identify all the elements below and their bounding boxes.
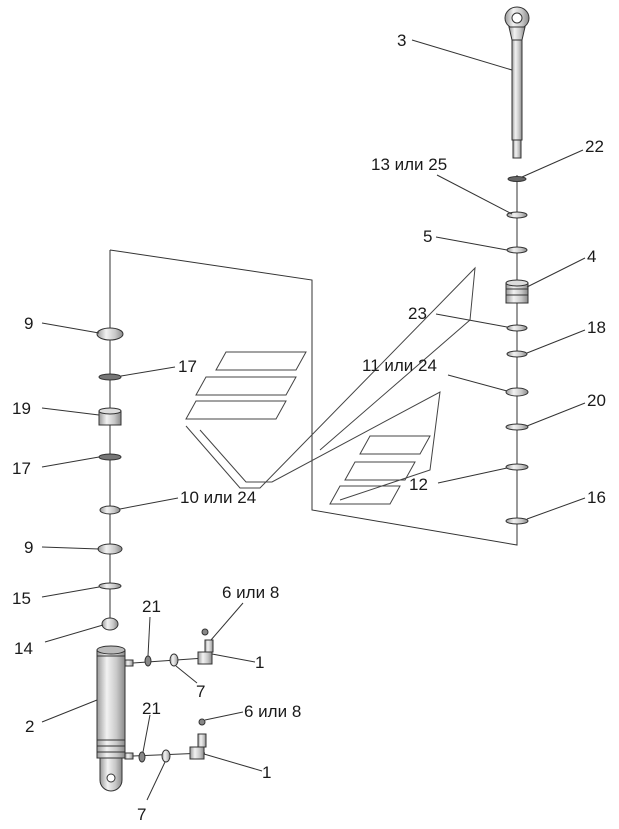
fittings-lower (132, 718, 207, 763)
fittings-upper (132, 628, 214, 667)
label-2: 2 (25, 717, 34, 736)
label-1-upper: 1 (255, 653, 264, 672)
elbow-1-upper (197, 651, 213, 665)
label-21-lower: 21 (142, 699, 161, 718)
cylinder-2 (96, 649, 126, 759)
ring-9-top (96, 327, 124, 341)
washer-7-lower (161, 749, 171, 763)
projection-frame (109, 175, 518, 630)
label-17-bottom: 17 (12, 459, 31, 478)
washer-7-upper (169, 653, 179, 667)
right-seals (505, 176, 529, 525)
label-15: 15 (12, 589, 31, 608)
ring-9-bottom (97, 543, 123, 555)
label-14: 14 (14, 639, 33, 658)
label-21-upper: 21 (142, 597, 161, 616)
ring-23 (506, 324, 528, 332)
washer-21-lower (138, 751, 146, 763)
label-7-lower: 7 (137, 805, 146, 824)
label-18: 18 (587, 318, 606, 337)
label-11: 11 или 24 (362, 356, 437, 375)
washer-21-upper (144, 655, 152, 667)
label-19: 19 (12, 399, 31, 418)
ring-10 (99, 505, 121, 515)
label-9-bottom: 9 (24, 538, 33, 557)
leader-lines (41, 39, 586, 801)
label-6-lower: 6 или 8 (244, 702, 301, 721)
ring-15 (98, 582, 122, 590)
rod-assembly (504, 6, 530, 159)
ring-20 (505, 423, 529, 431)
label-3: 3 (397, 31, 406, 50)
label-10: 10 или 24 (180, 488, 256, 507)
label-1-lower: 1 (262, 763, 271, 782)
label-22: 22 (585, 137, 604, 156)
seal-17-top (98, 373, 122, 381)
elbow-1-lower (189, 746, 205, 760)
label-6-upper: 6 или 8 (222, 583, 279, 602)
label-17-top: 17 (178, 357, 197, 376)
cylinder-body (96, 645, 134, 792)
seal-22 (507, 176, 527, 182)
label-23: 23 (408, 304, 427, 323)
ring-11 (505, 387, 529, 397)
label-4: 4 (587, 247, 596, 266)
label-13: 13 или 25 (371, 155, 447, 174)
watermark-logo (185, 266, 476, 505)
nut-14 (101, 617, 119, 631)
label-7-upper: 7 (196, 682, 205, 701)
label-12: 12 (409, 475, 428, 494)
ring-18 (506, 350, 528, 358)
part-labels: 3 22 13 или 25 5 4 23 18 11 или 24 20 12… (12, 31, 606, 824)
rod (511, 39, 523, 141)
nipple-6-lower (198, 718, 206, 726)
label-9-top: 9 (24, 314, 33, 333)
label-20: 20 (587, 391, 606, 410)
ring-12 (505, 463, 529, 471)
left-seals (96, 327, 124, 631)
seal-17-bottom (98, 453, 122, 461)
label-5: 5 (423, 227, 432, 246)
nipple-6-upper (201, 628, 209, 636)
ring-16 (505, 517, 529, 525)
label-16: 16 (587, 488, 606, 507)
ring-5 (506, 246, 528, 254)
